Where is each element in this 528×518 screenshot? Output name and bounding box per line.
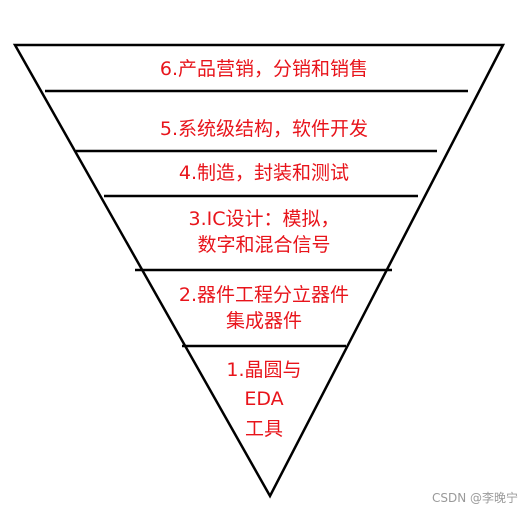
level-1-label: 1.晶圆与 EDA 工具 <box>226 359 302 440</box>
level-4-label: 4.制造，封装和测试 <box>178 162 350 184</box>
level-2-label: 2.器件工程分立器件 集成器件 <box>178 284 350 332</box>
level-5-label: 5.系统级结构，软件开发 <box>159 118 369 140</box>
level-3-label: 3.IC设计：模拟， 数字和混合信号 <box>188 208 340 256</box>
watermark: CSDN @李晚宁 <box>431 491 518 505</box>
level-6-label: 6.产品营销，分销和销售 <box>159 58 369 80</box>
